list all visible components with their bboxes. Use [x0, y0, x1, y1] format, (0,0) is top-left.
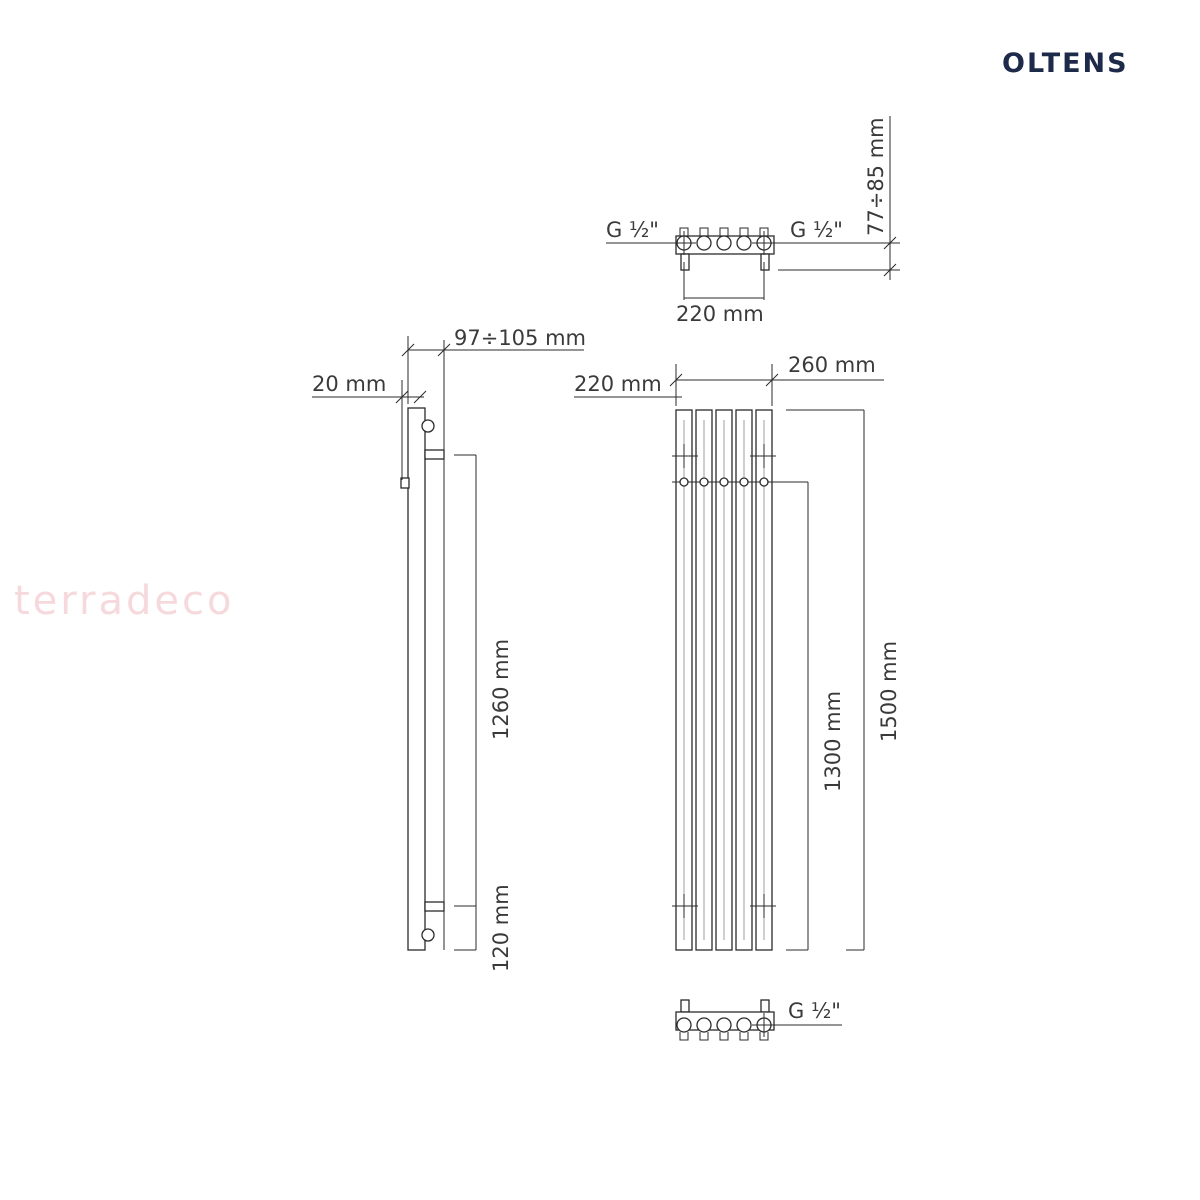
front-tube-2 [695, 409, 713, 951]
brand-logo: OLTENS [1002, 48, 1129, 79]
front-tube-3 [715, 409, 733, 951]
front-tube-1 [675, 409, 693, 951]
side-valve [400, 477, 410, 489]
watermark: terradeco [14, 578, 234, 624]
top-tube-4 [736, 235, 752, 251]
top-tube-2 [696, 235, 712, 251]
front-tube-5 [755, 409, 773, 951]
side-depth-label: 97÷105 mm [454, 326, 586, 350]
top-bracket-right [760, 253, 770, 271]
side-view: 97÷105 mm 20 mm 1260 mm 120 mm [312, 326, 586, 972]
bottom-tube-1 [676, 1017, 692, 1033]
side-bracket-top [424, 449, 445, 460]
top-tube-3 [716, 235, 732, 251]
side-height-label: 1260 mm [489, 639, 513, 740]
top-view: G ½" G ½" 220 mm 77÷85 mm [606, 116, 900, 326]
front-conn-2 [699, 477, 709, 487]
front-conn-1 [679, 477, 689, 487]
front-conn-4 [739, 477, 749, 487]
side-bottom-label: 120 mm [489, 884, 513, 972]
side-bracket-bottom [424, 901, 445, 912]
top-bracket-left [680, 253, 690, 271]
front-inner-width-label: 220 mm [574, 372, 662, 396]
front-total-height-label: 1500 mm [877, 641, 901, 742]
front-view: 220 mm 260 mm 1300 mm 1500 mm [574, 353, 901, 951]
side-body [407, 407, 426, 951]
bottom-bracket-right [760, 999, 770, 1013]
bottom-g-label: G ½" [788, 999, 841, 1023]
front-conn-3 [719, 477, 729, 487]
front-outer-width-label: 260 mm [788, 353, 876, 377]
top-depth-label: 77÷85 mm [864, 117, 888, 236]
front-conn-5 [759, 477, 769, 487]
bottom-tube-4 [736, 1017, 752, 1033]
bottom-bracket-left [680, 999, 690, 1013]
side-connection-bottom [421, 928, 435, 942]
front-pipe-height-label: 1300 mm [821, 691, 845, 792]
bottom-view: G ½" [675, 999, 842, 1041]
bottom-tube-3 [716, 1017, 732, 1033]
side-connection-top [421, 419, 435, 433]
top-width-label: 220 mm [676, 302, 764, 326]
top-g-left-label: G ½" [606, 218, 659, 242]
top-g-right-label: G ½" [790, 218, 843, 242]
side-wall-label: 20 mm [312, 372, 386, 396]
bottom-tube-2 [696, 1017, 712, 1033]
front-tube-4 [735, 409, 753, 951]
